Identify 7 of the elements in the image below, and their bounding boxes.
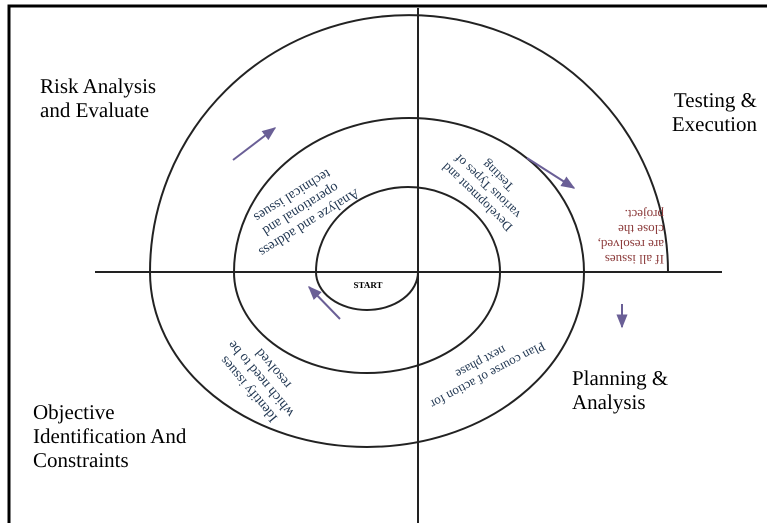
quadrant-title: Risk Analysis and Evaluate xyxy=(40,74,158,122)
quadrant-title: Objective Identification And Constraints xyxy=(33,400,188,472)
start-label: START xyxy=(352,280,384,290)
quadrant-title: Testing & Execution xyxy=(670,88,757,136)
quadrant-title: Planning & Analysis xyxy=(572,366,670,414)
phase-note: Plan course of action for next phase xyxy=(427,338,549,412)
phase-note: If all issues are resolved, close the project. xyxy=(596,206,664,266)
